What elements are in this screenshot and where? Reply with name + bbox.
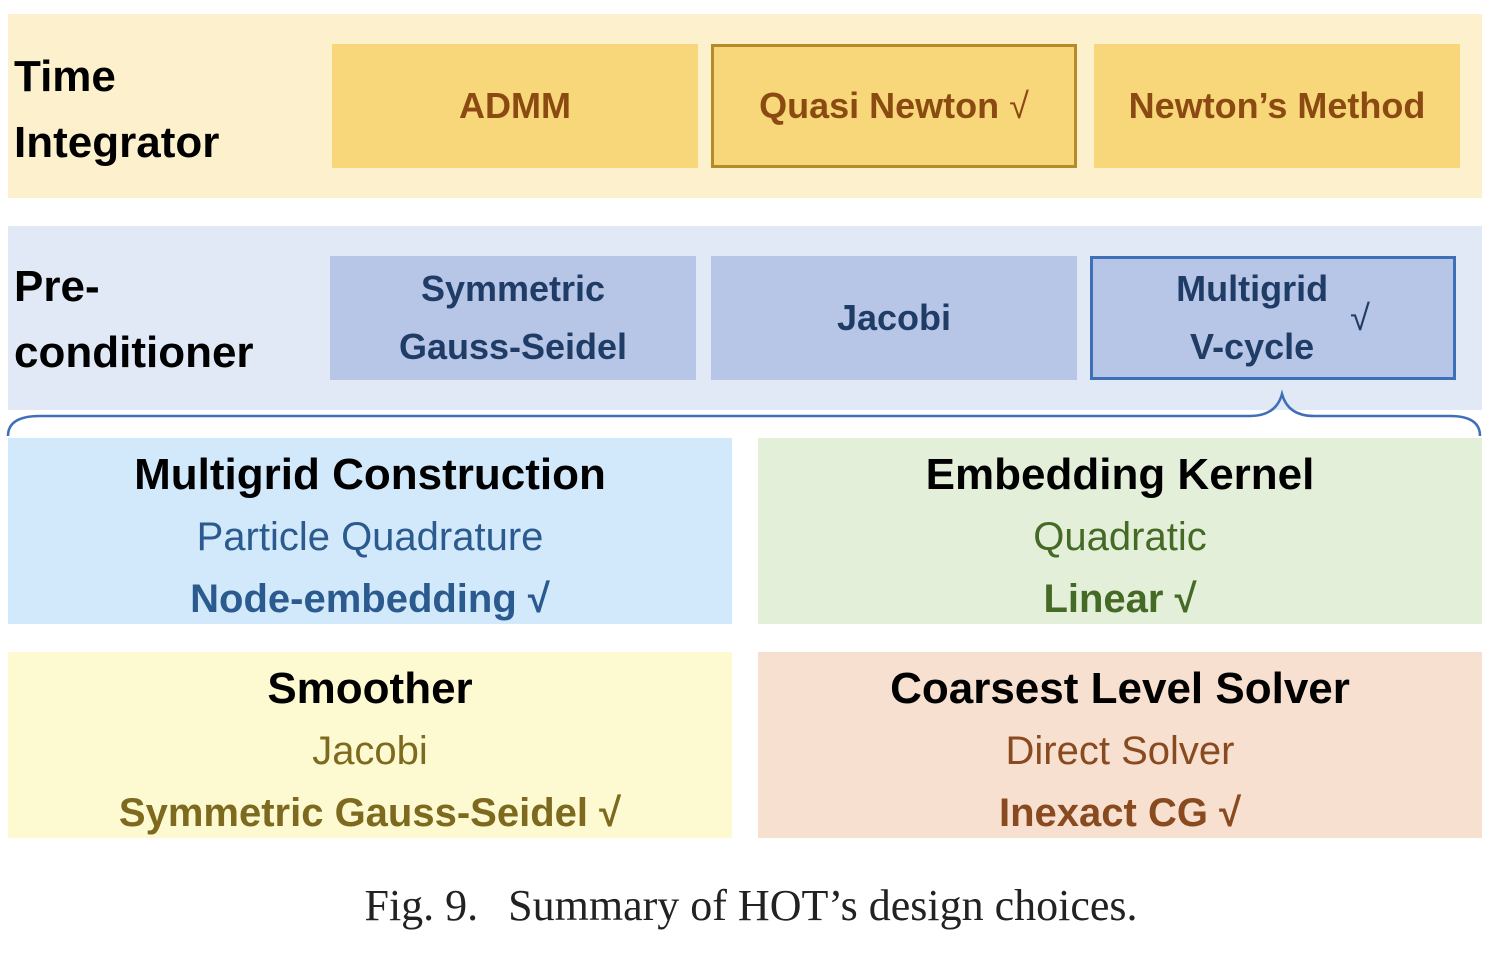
multigrid-construction-title: Multigrid Construction bbox=[134, 450, 606, 499]
time-integrator-row: Time Integrator ADMM Quasi Newton √ Newt… bbox=[8, 14, 1482, 198]
caption-text: Summary of HOT’s design choices. bbox=[508, 881, 1138, 930]
check-mark-icon: √ bbox=[1350, 297, 1370, 338]
option-jacobi: Jacobi bbox=[711, 256, 1077, 380]
option-node-embedding-selected: Node-embedding √ bbox=[190, 577, 550, 621]
option-symmetric-gauss-seidel-selected: Symmetric Gauss-Seidel √ bbox=[118, 791, 622, 835]
option-quasi-newton-selected: Quasi Newton √ bbox=[711, 44, 1077, 168]
time-integrator-label: Time Integrator bbox=[14, 52, 220, 167]
option-admm: ADMM bbox=[332, 44, 698, 168]
preconditioner-label: Pre- conditioner bbox=[14, 262, 254, 377]
option-jacobi-smoother: Jacobi bbox=[312, 729, 428, 773]
option-symmetric-gauss-seidel: Symmetric Gauss-Seidel bbox=[330, 256, 696, 380]
option-particle-quadrature: Particle Quadrature bbox=[196, 515, 544, 559]
curly-brace-connector bbox=[6, 389, 1482, 437]
multigrid-construction-panel: Multigrid Construction Particle Quadratu… bbox=[8, 438, 732, 624]
option-inexact-cg-selected: Inexact CG √ bbox=[998, 791, 1242, 835]
embedding-kernel-panel: Embedding Kernel Quadratic Linear √ bbox=[758, 438, 1482, 624]
option-direct-solver: Direct Solver bbox=[1005, 729, 1235, 773]
preconditioner-row: Pre- conditioner Symmetric Gauss-Seidel … bbox=[8, 226, 1482, 410]
coarsest-level-solver-panel: Coarsest Level Solver Direct Solver Inex… bbox=[758, 652, 1482, 838]
coarsest-level-solver-title: Coarsest Level Solver bbox=[890, 664, 1350, 713]
check-mark-icon: √ bbox=[1009, 85, 1029, 126]
embedding-kernel-title: Embedding Kernel bbox=[925, 450, 1315, 499]
option-newtons-method: Newton’s Method bbox=[1094, 44, 1460, 168]
option-linear-selected: Linear √ bbox=[1043, 577, 1197, 621]
smoother-title: Smoother bbox=[267, 664, 473, 713]
smoother-panel: Smoother Jacobi Symmetric Gauss-Seidel √ bbox=[8, 652, 732, 838]
option-multigrid-vcycle-selected: Multigrid V-cycle √ bbox=[1090, 256, 1456, 380]
figure-caption: Fig. 9. Summary of HOT’s design choices. bbox=[0, 880, 1502, 931]
option-quadratic: Quadratic bbox=[1033, 515, 1207, 559]
figure-number: Fig. 9. bbox=[364, 881, 479, 930]
brace-path bbox=[6, 389, 1482, 437]
